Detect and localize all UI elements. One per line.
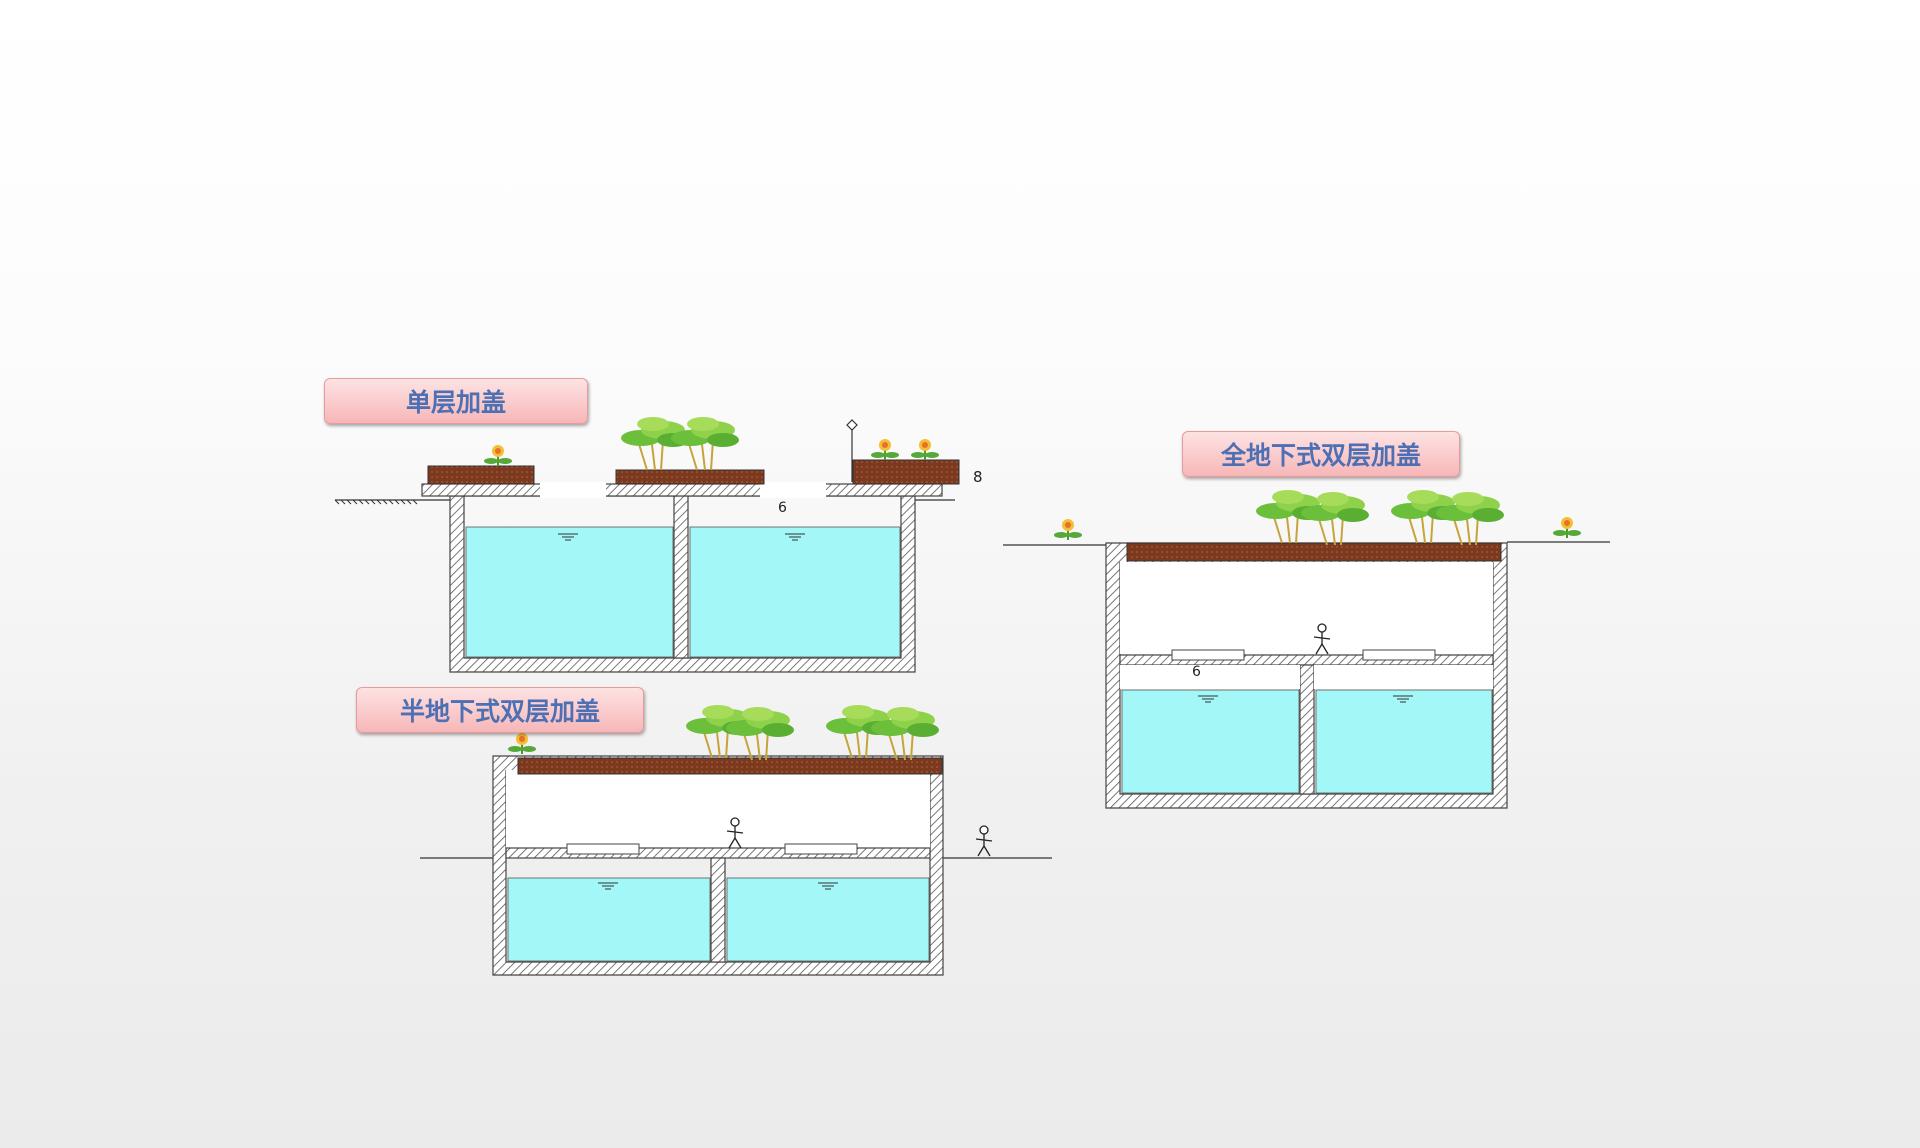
flower-icon xyxy=(870,438,900,461)
full-underground-diagram: 6 xyxy=(1003,489,1610,809)
partition-wall xyxy=(673,495,689,659)
water-left xyxy=(1121,689,1300,794)
hatch-opening xyxy=(760,482,826,498)
partition-wall xyxy=(710,857,726,963)
water-right xyxy=(689,526,901,658)
water-left xyxy=(507,877,711,962)
water-right xyxy=(1315,689,1493,794)
roof-soil xyxy=(517,757,943,775)
planter-box xyxy=(852,459,960,485)
person-icon xyxy=(975,825,993,857)
side-mark: 8 xyxy=(973,468,983,486)
flower-icon xyxy=(1552,516,1582,539)
flower-icon xyxy=(1053,518,1083,541)
label-semi-underground: 半地下式双层加盖 xyxy=(356,687,644,733)
water-right xyxy=(726,877,930,962)
single-cover-diagram: 6 8 xyxy=(334,416,983,673)
flower-icon xyxy=(507,732,537,755)
planter-box xyxy=(427,465,535,485)
semi-underground-diagram xyxy=(420,704,1052,976)
upper-chamber xyxy=(1120,562,1493,654)
hatch-opening xyxy=(540,482,606,498)
upper-chamber xyxy=(506,770,930,850)
roof-soil xyxy=(1126,542,1502,562)
water-left xyxy=(465,526,674,658)
planter-box xyxy=(615,469,765,485)
label-single-cover: 单层加盖 xyxy=(324,378,588,424)
flower-icon xyxy=(483,444,513,467)
partition-wall xyxy=(1299,664,1315,795)
tank-mark: 6 xyxy=(1192,664,1201,680)
top-slab xyxy=(421,483,943,497)
flower-icon xyxy=(910,438,940,461)
label-full-underground: 全地下式双层加盖 xyxy=(1182,431,1460,477)
tank-mark: 6 xyxy=(778,500,787,516)
